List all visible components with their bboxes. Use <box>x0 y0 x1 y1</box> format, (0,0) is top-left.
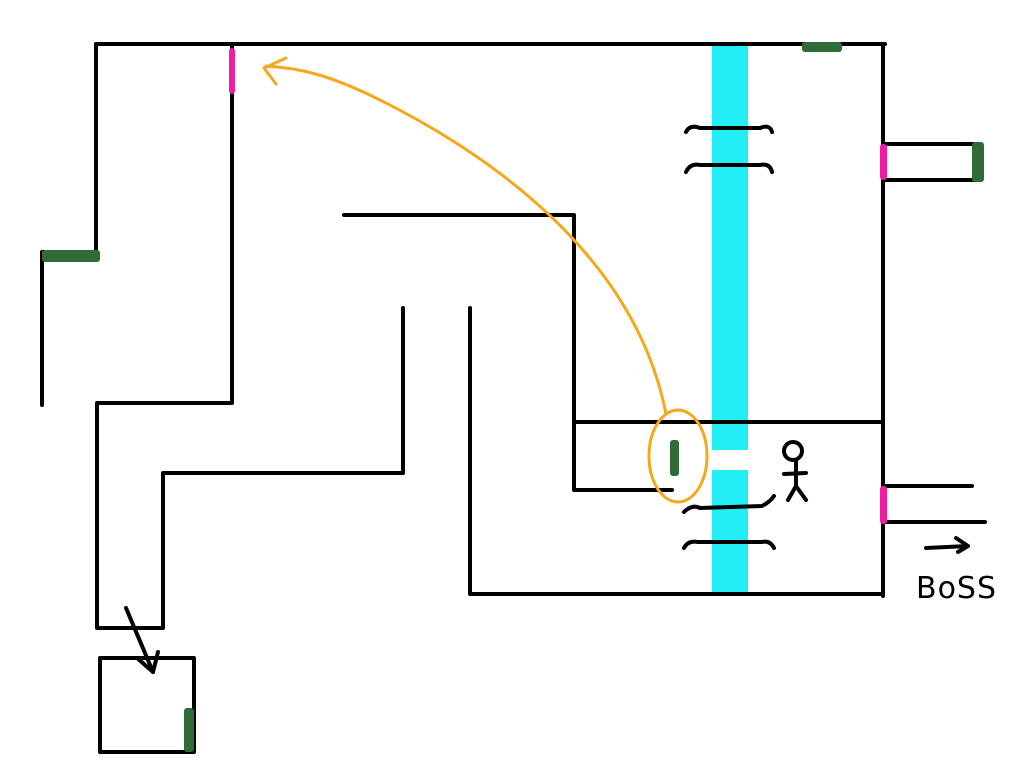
bridge-marks <box>682 124 776 550</box>
wall-mid-hook <box>342 213 674 492</box>
water-column-lower <box>712 470 748 592</box>
wall-lower-room <box>468 306 885 596</box>
save-point-east-passage <box>972 142 984 182</box>
water-column-upper <box>712 45 748 450</box>
room-entry-arrow-head <box>135 650 160 674</box>
wall-small-room <box>98 656 196 754</box>
bridge-mark-upper-bottom <box>684 162 774 174</box>
right-arrow-icon <box>924 536 970 554</box>
stick-figure-icon <box>782 440 808 502</box>
bridge-mark-lower-bottom <box>682 539 776 550</box>
player-body <box>782 458 808 502</box>
door-east <box>880 144 887 180</box>
player-head <box>782 440 804 462</box>
boss-label: BoSS <box>916 571 997 606</box>
wall-left-corridor-inner <box>95 42 405 630</box>
save-point-circled <box>670 440 679 476</box>
doors <box>229 48 887 524</box>
route-arrowhead <box>262 56 288 86</box>
boss-exit: BoSS <box>916 536 997 606</box>
route-start-circle <box>647 408 709 504</box>
room-entry-arrow-shaft <box>124 606 155 674</box>
bridge-mark-upper-top <box>684 124 774 134</box>
save-point-small-room <box>184 708 194 752</box>
save-point-left <box>42 250 100 262</box>
bridge-mark-lower-top <box>682 494 776 514</box>
route-annotation <box>262 56 709 504</box>
save-points <box>42 42 984 752</box>
walls <box>40 42 987 754</box>
room-entry-arrow <box>124 606 160 674</box>
door-boss <box>880 486 887 524</box>
wall-left-corridor-outer <box>40 42 98 407</box>
water-column <box>712 45 748 592</box>
save-point-top <box>802 42 842 52</box>
route-arc <box>264 64 668 416</box>
door-top-left <box>229 48 235 94</box>
